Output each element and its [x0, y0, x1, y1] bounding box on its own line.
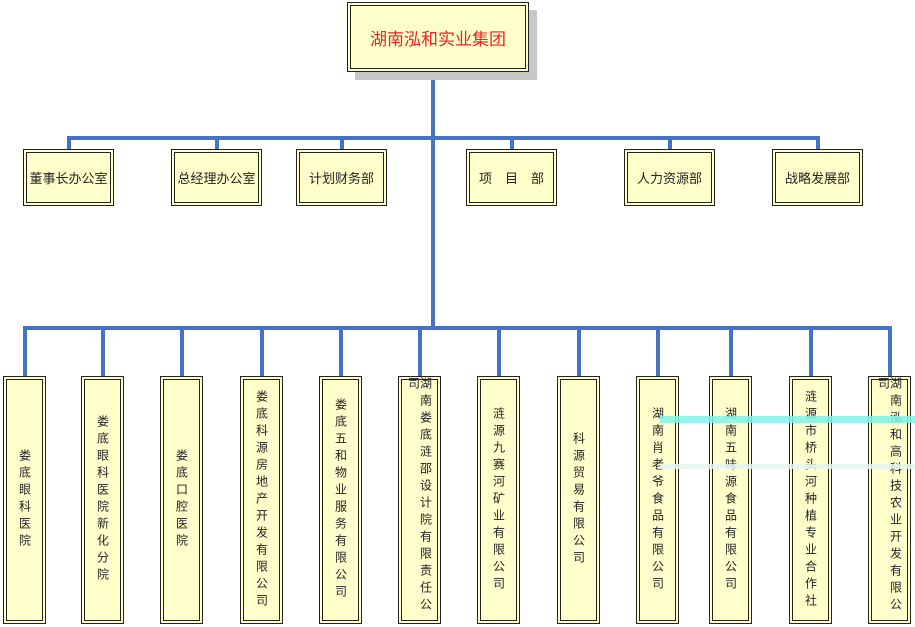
- dept-label: 计划财务部: [308, 172, 374, 187]
- sub-label: 娄底眼科医院: [17, 449, 32, 551]
- cyan-highlight-artifact: [660, 416, 915, 423]
- sub-box-xiaolaoye-food: 湖南肖老爷食品有限公司: [636, 376, 679, 624]
- sub-label: 娄底五和物业服务有限公司: [333, 398, 348, 602]
- dept-box-chairman-office: 董事长办公室: [23, 149, 114, 206]
- sub-box-design-institute: 湖南娄底涟邵设计院有限责任公司: [398, 376, 441, 624]
- dept-label: 总经理办公室: [177, 172, 256, 187]
- sub-label: 湖南泓和高科技农业开发有限公司: [876, 377, 903, 615]
- sub-box-real-estate: 娄底科源房地产开发有限公司: [240, 376, 283, 624]
- sub-label: 科源贸易有限公司: [571, 432, 586, 568]
- sub-box-eye-hospital-xinhua: 娄底眼科医院新化分院: [81, 376, 124, 624]
- sub-label: 娄底眼科医院新化分院: [95, 415, 110, 585]
- dept-box-gm-office: 总经理办公室: [171, 149, 262, 206]
- dept-box-hr: 人力资源部: [624, 149, 715, 206]
- sub-box-eye-hospital: 娄底眼科医院: [3, 376, 46, 624]
- dept-label: 董事长办公室: [29, 172, 108, 187]
- dept-label: 战略发展部: [784, 172, 850, 187]
- root-node: 湖南泓和实业集团: [347, 2, 529, 72]
- sub-box-planting-coop: 涟源市桥头河种植专业合作社: [789, 376, 832, 624]
- sub-label: 涟源市桥头河种植专业合作社: [803, 389, 818, 611]
- sub-label: 涟源九赛河矿业有限公司: [491, 406, 506, 594]
- sub-label: 湖南肖老爷食品有限公司: [650, 406, 665, 594]
- dept-box-strategy: 战略发展部: [772, 149, 863, 206]
- sub-box-agri-tech: 湖南泓和高科技农业开发有限公司: [868, 376, 911, 624]
- sub-box-property-services: 娄底五和物业服务有限公司: [319, 376, 362, 624]
- dept-box-finance: 计划财务部: [296, 149, 387, 206]
- sub-box-trading: 科源贸易有限公司: [557, 376, 600, 624]
- sub-box-wuweiyuan-food: 湖南五味源食品有限公司: [709, 376, 752, 624]
- sub-label: 娄底科源房地产开发有限公司: [254, 389, 269, 611]
- pale-highlight-artifact: [660, 464, 915, 469]
- sub-box-mining: 涟源九赛河矿业有限公司: [477, 376, 520, 624]
- root-label: 湖南泓和实业集团: [370, 29, 506, 50]
- sub-label: 娄底口腔医院: [174, 449, 189, 551]
- sub-box-dental-hospital: 娄底口腔医院: [160, 376, 203, 624]
- sub-label: 湖南五味源食品有限公司: [723, 406, 738, 594]
- dept-label: 项 目 部: [478, 172, 544, 187]
- dept-box-project: 项 目 部: [466, 149, 557, 206]
- dept-label: 人力资源部: [636, 172, 702, 187]
- sub-label: 湖南娄底涟邵设计院有限责任公司: [406, 377, 433, 615]
